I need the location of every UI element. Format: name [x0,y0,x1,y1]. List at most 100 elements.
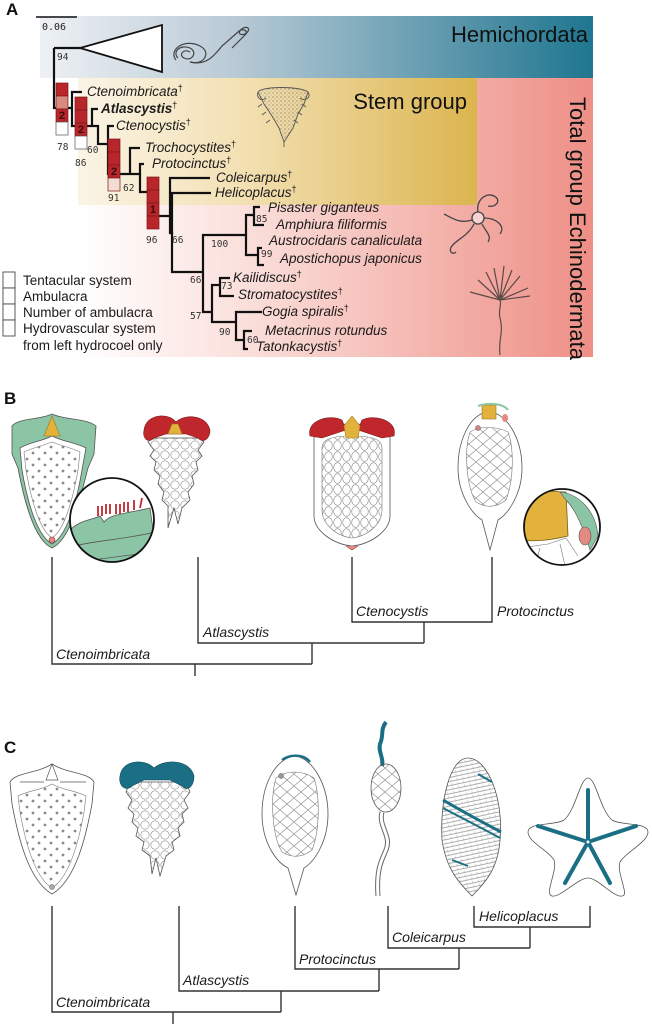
character-state-cell [74,96,88,111]
protocinctus-detail-circle [523,488,601,566]
cladogram-b [51,557,493,676]
clade-label-c-ctenoimbricata: Ctenoimbricata [56,994,150,1010]
panel-b: B [4,389,601,676]
taxon-protocinctus: Protocinctus† [152,155,231,171]
starfish-illustration-c [527,777,649,897]
clade-label-b-protocinctus: Protocinctus [497,603,574,619]
clade-label-b-ctenoimbricata: Ctenoimbricata [56,646,150,662]
legend-item-ambulacra: Ambulacra [23,289,88,304]
character-state-cell [55,121,69,136]
legend-swatch-ambulacra [2,287,16,305]
support-96: 96 [146,235,158,246]
taxon-labels: Ctenoimbricata† Atlascystis† Ctenocystis… [87,83,423,354]
taxon-apostichopus: Apostichopus japonicus [279,251,422,266]
panel-letter-a: A [6,0,18,19]
ctenoimbricata-detail-circle [69,477,155,563]
clade-label-c-coleicarpus: Coleicarpus [392,929,466,945]
atlascystis-illustration-c [119,761,195,878]
taxon-ctenocystis: Ctenocystis† [116,117,191,133]
support-62: 62 [123,183,134,194]
taxon-trochocystites: Trochocystites† [145,139,236,155]
taxon-atlascystis: Atlascystis† [100,100,177,116]
support-66a: 66 [172,235,184,246]
support-99: 99 [261,249,273,260]
taxon-coleicarpus: Coleicarpus† [216,169,292,185]
legend-item-hydrovascular: Hydrovascular system [23,321,156,336]
character-state-cell [146,215,160,230]
support-78: 78 [57,142,69,153]
helicoplacus-illustration-c [441,757,502,897]
taxon-stromatocystites: Stromatocystites† [238,286,343,302]
taxon-tatonkacystis: Tatonkacystis† [256,338,342,354]
legend-swatch-hydrovascular [2,319,16,337]
ctenocystis-illustration-b [309,415,395,551]
clade-label-c-helicoplacus: Helicoplacus [479,908,558,924]
character-state-cell [74,135,88,150]
total-group-label: Total group Echinodermata [565,97,590,361]
support-86: 86 [75,158,87,169]
support-91: 91 [108,193,120,204]
legend-item-tentacular: Tentacular system [23,273,132,288]
ctenoimbricata-illustration-c [9,763,95,895]
legend-item-hydrovascular-cont: from left hydrocoel only [23,338,163,353]
crinoid-sketch [469,265,531,356]
ambulacra-count-label: 2 [111,166,117,178]
ambulacra-count-label: 2 [78,124,84,136]
panel-letter-b: B [4,389,16,408]
character-state-cell [55,82,69,97]
support-100: 100 [211,239,228,250]
support-60a: 60 [87,145,99,156]
support-94: 94 [57,52,69,63]
support-73: 73 [221,281,232,292]
character-state-cell [146,189,160,204]
panel-letter-c: C [4,738,16,757]
protocinctus-illustration-b [457,402,523,552]
panel-a: A Hemichordata Stem group Total group Ec… [2,0,593,361]
character-state-cell [74,109,88,124]
legend-swatch-tentacular [2,271,16,289]
character-state-cell [107,138,121,153]
taxon-metacrinus: Metacrinus rotundus [265,323,388,338]
taxon-austrocidaris: Austrocidaris canaliculata [268,233,423,248]
hemichordata-collapsed-clade [76,23,163,74]
taxon-amphiura: Amphiura filiformis [275,217,387,232]
atlascystis-sketch [257,87,310,147]
clade-label-b-ctenocystis: Ctenocystis [356,603,428,619]
support-values: 94 78 86 60 91 62 96 66 100 85 99 66 73 … [57,52,273,346]
hemichordata-label: Hemichordata [451,22,589,47]
panel-c: C [4,720,649,1024]
taxon-pisaster: Pisaster giganteus [268,200,379,215]
support-90: 90 [219,327,231,338]
character-state-cell [55,95,69,110]
support-85: 85 [256,214,267,225]
brittle-star-sketch [443,194,503,254]
ambulacra-count-label: 2 [59,110,65,122]
clade-label-c-protocinctus: Protocinctus [299,951,376,967]
clade-label-c-atlascystis: Atlascystis [182,972,249,988]
support-66b: 66 [190,275,202,286]
taxon-ctenoimbricata: Ctenoimbricata† [87,83,183,99]
character-state-cell [107,151,121,166]
protocinctus-illustration-c [261,754,329,897]
stem-group-label: Stem group [353,89,467,114]
legend-swatch-number [2,303,16,321]
scale-bar-label: 0.06 [42,22,66,33]
ctenoimbricata-illustration-b [11,413,97,549]
legend-item-number: Number of ambulacra [23,305,153,320]
coleicarpus-illustration-c [370,720,402,897]
character-state-boxes: 2 2 2 1 [55,82,160,230]
character-state-cell [146,176,160,191]
taxon-gogia: Gogia spiralis† [262,303,349,319]
acorn-worm-icon [173,26,250,64]
support-60b: 60 [247,335,259,346]
phylogenetic-tree [52,46,264,351]
cladogram-c [51,906,591,1024]
taxon-kailidiscus: Kailidiscus† [233,269,302,285]
ambulacra-count-label: 1 [150,204,156,216]
character-state-cell [107,177,121,192]
atlascystis-illustration-b [143,415,211,529]
clade-label-b-atlascystis: Atlascystis [202,624,269,640]
legend: Tentacular system Ambulacra Number of am… [2,271,163,353]
taxon-helicoplacus: Helicoplacus† [215,184,297,200]
